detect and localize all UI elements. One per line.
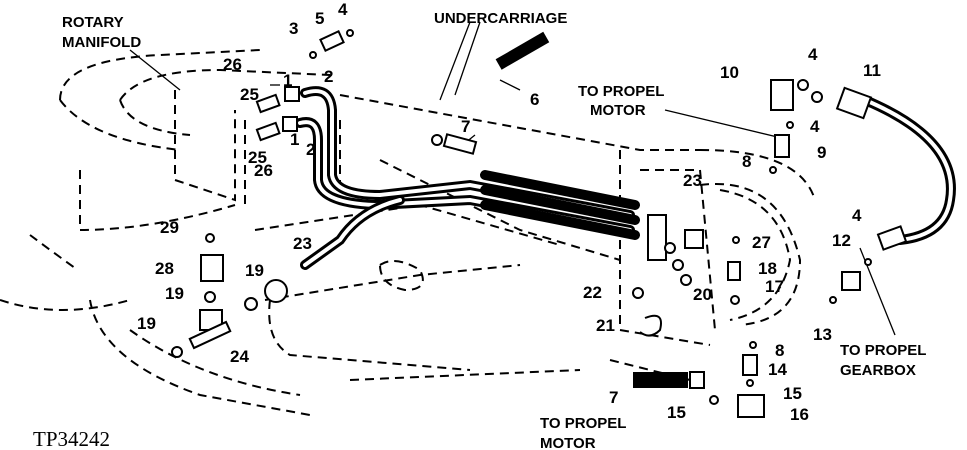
callout-19-left: 19 xyxy=(137,314,156,333)
callout-11: 11 xyxy=(863,61,881,80)
rotary-manifold-label: ROTARY xyxy=(62,14,124,31)
fittings xyxy=(171,29,908,418)
callout-2-bottom: 2 xyxy=(306,140,315,159)
callout-4-mid: 4 xyxy=(810,117,820,136)
labels: ROTARY MANIFOLD UNDERCARRIAGE TO PROPEL … xyxy=(33,10,926,450)
callout-8-top: 8 xyxy=(742,152,751,171)
propel-gearbox-label-2: GEARBOX xyxy=(840,362,916,379)
callout-1-bottom: 1 xyxy=(290,130,299,149)
callout-4-top: 4 xyxy=(338,0,348,19)
callout-4-gearbox: 4 xyxy=(852,206,862,225)
callout-25-bottom: 25 xyxy=(248,148,267,167)
callout-3: 3 xyxy=(289,19,298,38)
callout-22: 22 xyxy=(583,283,602,302)
callout-21: 21 xyxy=(596,316,615,335)
callout-14: 14 xyxy=(768,360,787,379)
callout-19-right: 19 xyxy=(245,261,264,280)
callout-15-left: 15 xyxy=(667,403,686,422)
propel-motor-top-label: TO PROPEL xyxy=(578,83,664,100)
callout-1-top: 1 xyxy=(283,71,292,90)
callout-7-bottom: 7 xyxy=(609,388,618,407)
callout-8-bottom: 8 xyxy=(775,341,784,360)
callout-7-top: 7 xyxy=(461,117,470,136)
callout-5: 5 xyxy=(315,9,324,28)
figure-reference: TP34242 xyxy=(33,427,110,450)
rotary-manifold-label-2: MANIFOLD xyxy=(62,34,141,51)
callout-19-mid: 19 xyxy=(165,284,184,303)
hoses xyxy=(295,86,956,270)
callout-26-top: 26 xyxy=(223,55,242,74)
callout-25-top: 25 xyxy=(240,85,259,104)
callouts: 3 5 4 26 25 1 2 1 2 25 26 6 7 29 23 28 1… xyxy=(137,0,881,424)
callout-10: 10 xyxy=(720,63,739,82)
callout-15-right: 15 xyxy=(783,384,802,403)
callout-13: 13 xyxy=(813,325,832,344)
callout-27: 27 xyxy=(752,233,771,252)
callout-2-top: 2 xyxy=(324,67,333,86)
callout-16: 16 xyxy=(790,405,809,424)
callout-29: 29 xyxy=(160,218,179,237)
callout-18: 18 xyxy=(758,259,777,278)
propel-gearbox-label: TO PROPEL xyxy=(840,342,926,359)
undercarriage-label: UNDERCARRIAGE xyxy=(434,10,567,27)
callout-6: 6 xyxy=(530,90,539,109)
callout-24: 24 xyxy=(230,347,249,366)
callout-23-right: 23 xyxy=(683,171,702,190)
propel-motor-top-label-2: MOTOR xyxy=(590,102,646,119)
propel-motor-bottom-label: TO PROPEL xyxy=(540,415,626,432)
callout-12: 12 xyxy=(832,231,851,250)
callout-17: 17 xyxy=(765,277,784,296)
callout-20: 20 xyxy=(693,285,712,304)
callout-9: 9 xyxy=(817,143,826,162)
callout-23-left: 23 xyxy=(293,234,312,253)
callout-28: 28 xyxy=(155,259,174,278)
propel-motor-bottom-label-2: MOTOR xyxy=(540,435,596,450)
callout-4-right: 4 xyxy=(808,45,818,64)
callout-26-bottom: 26 xyxy=(254,161,273,180)
